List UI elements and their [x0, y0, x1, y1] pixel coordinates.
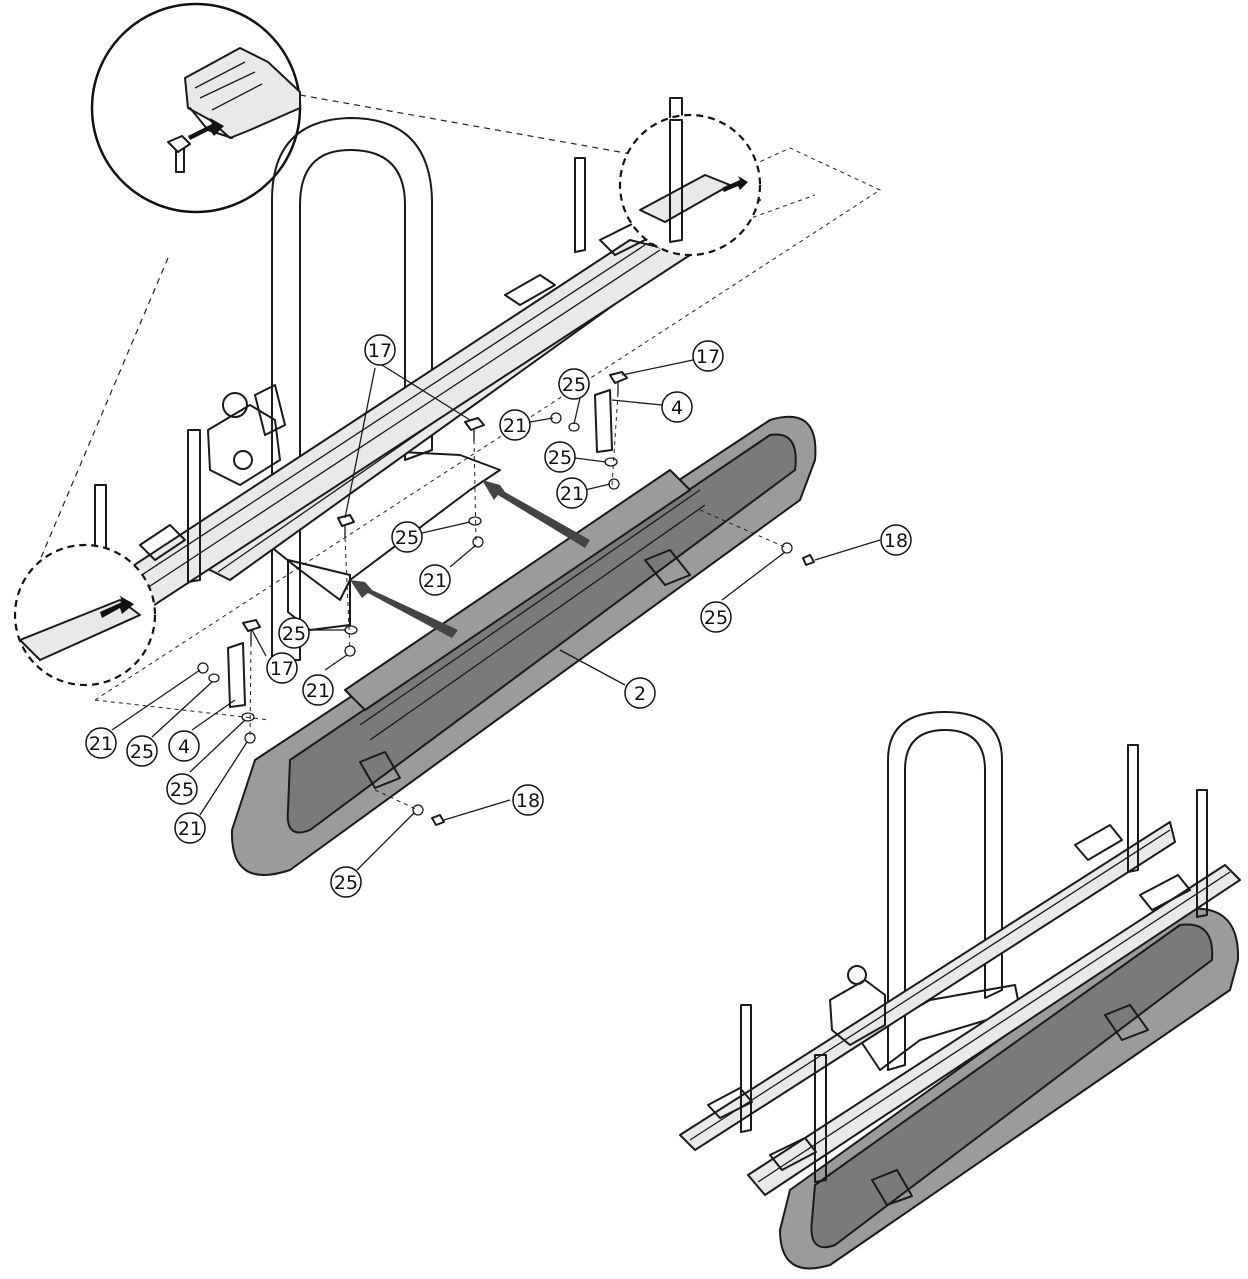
- carrier-frame-exploded: [19, 97, 761, 661]
- callout-label: 21: [178, 818, 202, 840]
- leader-lines: [111, 359, 881, 871]
- callout-circle: [624, 677, 656, 709]
- callout-label: 4: [671, 397, 683, 419]
- callout-circle: [419, 564, 451, 596]
- callout-c18a: 18: [880, 524, 912, 556]
- callout-circle: [558, 368, 590, 400]
- callout-circle: [85, 727, 117, 759]
- callout-circle: [700, 601, 732, 633]
- callout-c25b: 25: [544, 441, 576, 473]
- callout-label: 25: [704, 607, 728, 629]
- callout-circle: [661, 391, 693, 423]
- callout-label: 2: [634, 683, 646, 705]
- callout-circle: [391, 521, 423, 553]
- callout-label: 25: [395, 527, 419, 549]
- callout-c25g: 25: [700, 601, 732, 633]
- callout-circle: [278, 617, 310, 649]
- callout-circle: [880, 524, 912, 556]
- callout-c21b: 21: [556, 477, 588, 509]
- callout-circle: [302, 674, 334, 706]
- callout-label: 21: [89, 733, 113, 755]
- zoom-circle-left: [13, 543, 157, 687]
- callout-label: 25: [282, 623, 306, 645]
- callout-c21c: 21: [419, 564, 451, 596]
- callout-label: 25: [562, 374, 586, 396]
- callout-label: 21: [503, 415, 527, 437]
- callout-circle: [556, 477, 588, 509]
- callout-c18b: 18: [512, 784, 544, 816]
- callout-circle: [544, 441, 576, 473]
- hardware-bolts-nuts: [197, 371, 815, 826]
- callout-c21a: 21: [499, 409, 531, 441]
- assembled-view: [679, 711, 1241, 1270]
- callout-c21e: 21: [85, 727, 117, 759]
- callout-c17b: 17: [692, 340, 724, 372]
- callout-circle: [692, 340, 724, 372]
- callout-c21d: 21: [302, 674, 334, 706]
- callout-label: 18: [884, 530, 908, 552]
- zoom-circle-right: [618, 113, 762, 257]
- callout-circle: [512, 784, 544, 816]
- callout-label: 4: [178, 736, 190, 758]
- insert-arrows: [350, 480, 590, 638]
- callout-label: 25: [548, 447, 572, 469]
- callout-label: 17: [270, 658, 294, 680]
- callout-c25f: 25: [166, 773, 198, 805]
- callout-label: 21: [306, 680, 330, 702]
- callout-label: 21: [560, 483, 584, 505]
- callout-label: 25: [334, 872, 358, 894]
- callout-label: 21: [423, 570, 447, 592]
- callout-label: 18: [516, 790, 540, 812]
- callout-circle: [266, 652, 298, 684]
- callout-c25a: 25: [558, 368, 590, 400]
- callout-label: 17: [696, 346, 720, 368]
- callout-c21f: 21: [174, 812, 206, 844]
- callout-circle: [168, 730, 200, 762]
- callout-c4b: 4: [168, 730, 200, 762]
- callout-circle: [364, 334, 396, 366]
- callout-c2: 2: [624, 677, 656, 709]
- foam-box-part-2: [230, 415, 817, 876]
- callout-c17c: 17: [266, 652, 298, 684]
- callout-circle: [166, 773, 198, 805]
- callout-c25h: 25: [330, 866, 362, 898]
- callout-c4a: 4: [661, 391, 693, 423]
- callout-circle: [174, 812, 206, 844]
- callout-circle: [126, 735, 158, 767]
- callout-c25c: 25: [391, 521, 423, 553]
- callout-circle: [499, 409, 531, 441]
- callout-c17a: 17: [364, 334, 396, 366]
- callout-c25e: 25: [126, 735, 158, 767]
- callout-label: 25: [170, 779, 194, 801]
- detail-magnifier-top-left: [39, 2, 666, 561]
- callout-label: 25: [130, 741, 154, 763]
- callout-label: 17: [368, 340, 392, 362]
- callout-c25d: 25: [278, 617, 310, 649]
- callout-circle: [330, 866, 362, 898]
